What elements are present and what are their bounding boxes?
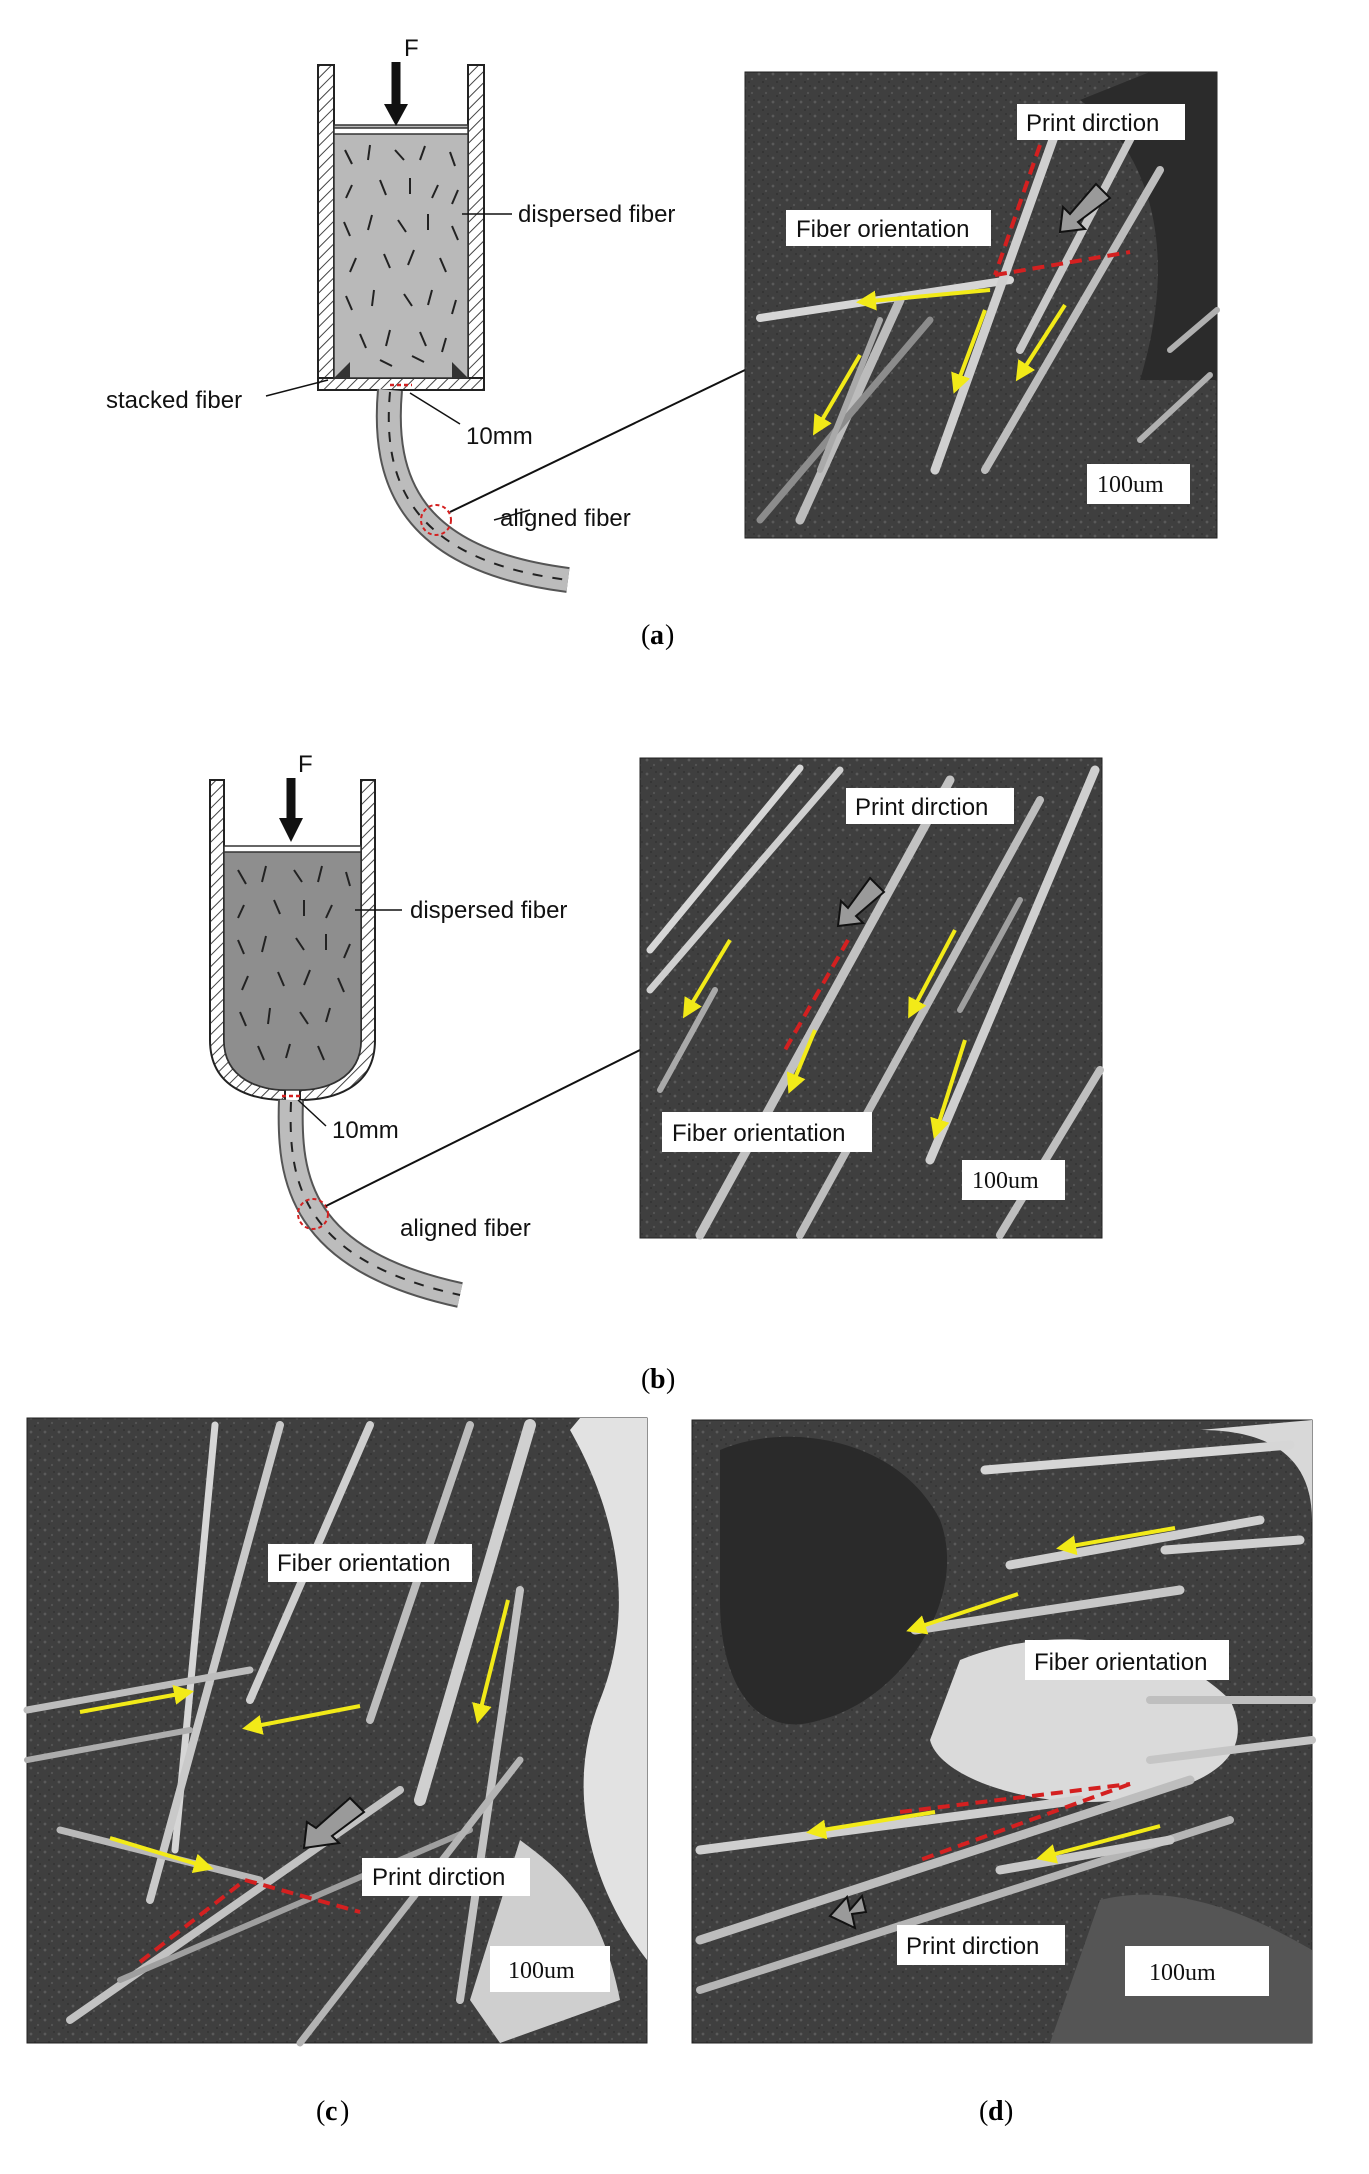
force-arrowhead-b — [279, 818, 303, 842]
label-dispersed-a: dispersed fiber — [518, 201, 675, 228]
panel-b: F dispersed fiber 10mm aligned fiber — [209, 751, 1104, 1395]
scale-box-c — [490, 1946, 610, 1992]
label-aligned-b: aligned fiber — [400, 1215, 531, 1242]
caption-a-open: ( — [641, 620, 650, 651]
label-fiber-orientation-b: Fiber orientation — [672, 1120, 845, 1147]
panel-d: Fiber orientation Print dirction 100um (… — [691, 1419, 1316, 2127]
dark-void-d — [720, 1436, 948, 1725]
label-aligned-a: aligned fiber — [500, 505, 631, 532]
fiber-arrows-b — [682, 929, 967, 1139]
box-print-d — [897, 1925, 1065, 1965]
direction-arrow-c — [302, 1796, 366, 1850]
label-dispersed-b: dispersed fiber — [410, 897, 567, 924]
stacked-corner-right-a — [452, 362, 468, 378]
force-label-a: F — [404, 35, 419, 62]
label-print-direction-c: Print dirction — [372, 1864, 505, 1891]
zoom-line-b — [325, 1049, 641, 1207]
caption-c-open: ( — [316, 2096, 325, 2127]
sem-image-d: Fiber orientation Print dirction 100um — [691, 1419, 1316, 2044]
scale-box-a — [1087, 464, 1190, 504]
label-print-direction-a: Print dirction — [1026, 110, 1159, 137]
sem-image-c: Fiber orientation Print dirction 100um — [23, 1417, 648, 2047]
caption-d-close: ) — [1004, 2096, 1013, 2127]
sem-fibers-d — [695, 1440, 1316, 1994]
scale-label-c: 100um — [508, 1958, 575, 1984]
box-print-b — [846, 788, 1014, 824]
box-orientation-d — [1025, 1640, 1229, 1680]
sem-image-a: Print dirction Fiber orientation 100um — [744, 71, 1220, 539]
plunger-a — [333, 127, 469, 135]
filament-fibers-a — [387, 391, 569, 581]
zoom-line-a — [449, 369, 746, 513]
scale-box-b — [962, 1160, 1065, 1200]
print-dash-a — [993, 144, 1131, 277]
caption-b-letter: b — [650, 1364, 666, 1395]
caption-b-close: ) — [666, 1364, 675, 1395]
fiber-mix-b — [223, 847, 362, 1091]
box-print-c — [362, 1858, 530, 1896]
barrel-a — [317, 64, 485, 391]
panel-c: Fiber orientation Print dirction 100um (… — [23, 1417, 648, 2127]
barrel-b — [209, 779, 376, 1102]
caption-d-open: ( — [979, 2096, 988, 2127]
sem-image-b: Print dirction Fiber orientation 100um — [639, 757, 1104, 1240]
box-orientation-c — [268, 1544, 472, 1582]
print-dash-b — [783, 939, 850, 1051]
label-print-direction-b: Print dirction — [855, 794, 988, 821]
leader-nozzle-a — [409, 392, 461, 425]
box-print-a — [1017, 104, 1185, 140]
print-dash-c — [138, 1878, 361, 1964]
label-fiber-orientation-c: Fiber orientation — [277, 1550, 450, 1577]
label-fiber-orientation-d: Fiber orientation — [1034, 1649, 1207, 1676]
sem-fibers-b — [646, 764, 1104, 1240]
leader-aligned-a — [493, 509, 531, 521]
direction-arrow-a — [1058, 182, 1112, 234]
stacked-corner-left-a — [334, 362, 350, 378]
fiber-arrows-d — [806, 1526, 1176, 1864]
caption-c-letter: c — [325, 2096, 337, 2127]
zoom-circle-b — [297, 1198, 329, 1230]
caption-b-open: ( — [641, 1364, 650, 1395]
label-stacked-a: stacked fiber — [106, 387, 242, 414]
leader-stacked-a — [265, 379, 329, 397]
direction-arrow-d — [828, 1893, 868, 1930]
print-dash-d — [899, 1782, 1131, 1862]
label-nozzle-a: 10mm — [466, 423, 533, 450]
box-orientation-a — [786, 210, 991, 246]
dispersed-fibers-a — [343, 144, 459, 367]
scale-box-d — [1125, 1946, 1269, 1996]
panel-a: F dispersed fiber stacked fiber 10mm ali… — [106, 35, 1220, 651]
caption-a-letter: a — [650, 620, 664, 651]
fiber-arrows-c — [79, 1599, 510, 1873]
label-fiber-orientation-a: Fiber orientation — [796, 216, 969, 243]
force-arrowhead-a — [384, 104, 408, 126]
box-orientation-b — [662, 1112, 872, 1152]
force-label-b: F — [298, 751, 313, 778]
label-nozzle-b: 10mm — [332, 1117, 399, 1144]
plunger-b — [223, 845, 362, 853]
caption-d-letter: d — [988, 2096, 1004, 2127]
scale-label-b: 100um — [972, 1168, 1039, 1194]
scale-label-a: 100um — [1097, 472, 1164, 498]
dispersed-fibers-b — [237, 865, 351, 1061]
direction-arrow-b — [836, 876, 886, 928]
zoom-circle-a — [420, 504, 452, 536]
caption-a-close: ) — [665, 620, 674, 651]
bright-cluster-c — [570, 1418, 647, 1960]
sem-fibers-a — [756, 115, 1220, 525]
scale-label-d: 100um — [1149, 1960, 1216, 1986]
fiber-mix-a — [333, 124, 469, 379]
caption-c-close: ) — [340, 2096, 349, 2127]
leader-nozzle-b — [297, 1099, 327, 1127]
fiber-arrows-a — [812, 288, 1067, 436]
label-print-direction-d: Print dirction — [906, 1933, 1039, 1960]
